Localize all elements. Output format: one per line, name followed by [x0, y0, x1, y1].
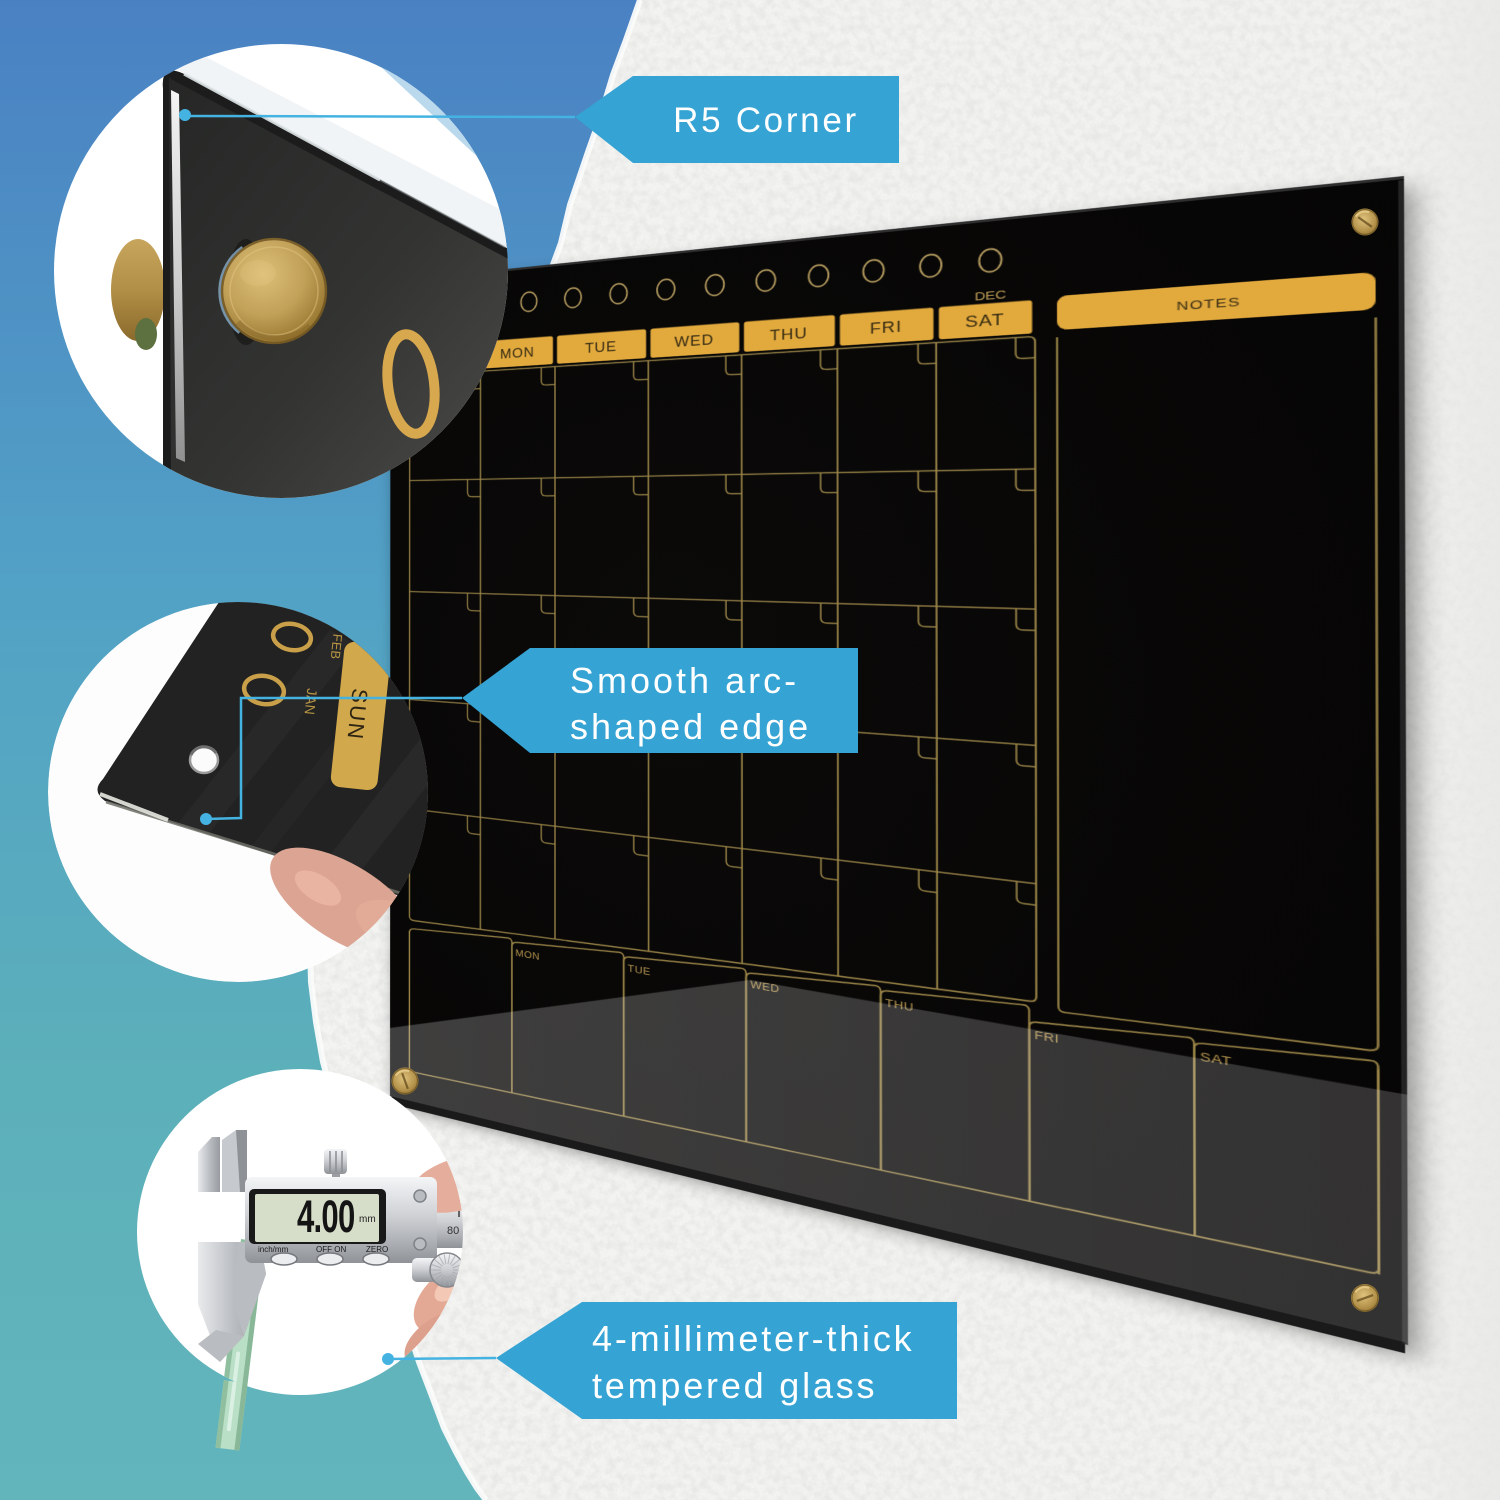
svg-text:4-millimeter-thick: 4-millimeter-thick	[592, 1318, 914, 1359]
svg-text:mm: mm	[359, 1214, 376, 1225]
svg-text:MON: MON	[515, 948, 539, 962]
svg-text:OFF ON: OFF ON	[316, 1245, 346, 1254]
svg-text:80: 80	[447, 1225, 459, 1237]
svg-text:JAN: JAN	[302, 688, 321, 716]
svg-text:FRI: FRI	[870, 320, 902, 338]
svg-text:THU: THU	[770, 327, 808, 345]
svg-text:R5 Corner: R5 Corner	[673, 101, 859, 140]
svg-text:THU: THU	[885, 997, 914, 1014]
svg-text:SAT: SAT	[1200, 1051, 1232, 1069]
svg-text:WED: WED	[674, 333, 714, 350]
svg-text:FRI: FRI	[1034, 1029, 1059, 1046]
svg-text:ZERO: ZERO	[366, 1245, 388, 1254]
svg-text:Smooth arc-: Smooth arc-	[570, 660, 799, 701]
svg-text:shaped edge: shaped edge	[570, 706, 811, 747]
svg-text:MON: MON	[500, 346, 535, 362]
svg-text:TUE: TUE	[628, 963, 651, 978]
svg-text:TUE: TUE	[585, 340, 617, 356]
svg-text:DEC: DEC	[975, 287, 1008, 303]
svg-text:FEB: FEB	[328, 633, 346, 660]
svg-text:SAT: SAT	[965, 313, 1005, 332]
svg-text:NOTES: NOTES	[1177, 294, 1241, 313]
svg-text:inch/mm: inch/mm	[258, 1245, 289, 1254]
svg-text:SUN: SUN	[342, 687, 372, 742]
svg-text:4.00: 4.00	[297, 1192, 355, 1242]
svg-text:tempered glass: tempered glass	[592, 1365, 877, 1406]
